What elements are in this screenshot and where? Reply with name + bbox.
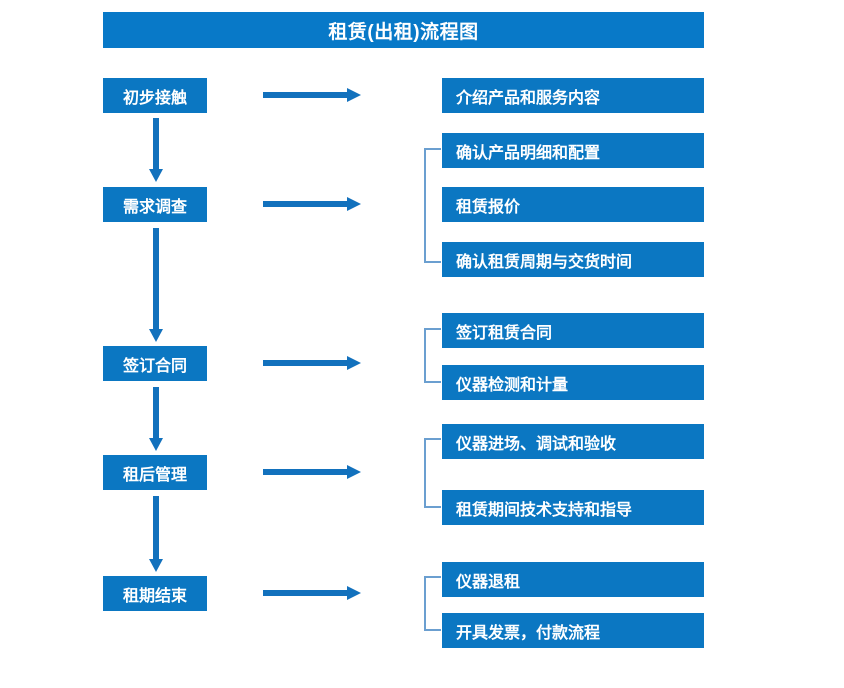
stage-box-qiandinghetong[interactable]: 签订合同 xyxy=(103,346,207,381)
detail-box-5[interactable]: 签订租赁合同 xyxy=(442,313,704,348)
arrow-head xyxy=(347,465,361,479)
detail-box-4[interactable]: 确认租赁周期与交货时间 xyxy=(442,242,704,277)
detail-box-1[interactable]: 介绍产品和服务内容 xyxy=(442,78,704,113)
arrow-head xyxy=(347,88,361,102)
arrow-shaft xyxy=(153,387,159,438)
arrow-shaft xyxy=(263,201,347,207)
detail-arrow-right-1 xyxy=(263,87,361,103)
stage-box-xuqiudiaocha[interactable]: 需求调查 xyxy=(103,187,207,222)
detail-arrow-right-2 xyxy=(263,196,361,212)
group-bracket-qiandinghetong xyxy=(424,328,441,383)
arrow-shaft xyxy=(153,496,159,559)
detail-box-10[interactable]: 开具发票，付款流程 xyxy=(442,613,704,648)
arrow-shaft xyxy=(263,360,347,366)
group-bracket-xuqiudiaocha xyxy=(424,148,441,263)
arrow-head xyxy=(347,586,361,600)
arrow-head xyxy=(347,356,361,370)
stage-box-zuqijieshu[interactable]: 租期结束 xyxy=(103,576,207,611)
arrow-head xyxy=(347,197,361,211)
arrow-shaft xyxy=(263,92,347,98)
group-bracket-zuqijieshu xyxy=(424,576,441,631)
arrow-head xyxy=(149,169,163,182)
arrow-shaft xyxy=(153,118,159,169)
group-bracket-zuhouguanli xyxy=(424,438,441,508)
detail-box-2[interactable]: 确认产品明细和配置 xyxy=(442,133,704,168)
arrow-shaft xyxy=(263,469,347,475)
detail-box-6[interactable]: 仪器检测和计量 xyxy=(442,365,704,400)
arrow-shaft xyxy=(153,228,159,329)
detail-box-9[interactable]: 仪器退租 xyxy=(442,562,704,597)
arrow-head xyxy=(149,329,163,342)
flow-arrow-down-4 xyxy=(148,496,164,572)
flow-arrow-down-2 xyxy=(148,228,164,342)
page-title: 租赁(出租)流程图 xyxy=(103,12,704,48)
detail-arrow-right-3 xyxy=(263,355,361,371)
flow-arrow-down-3 xyxy=(148,387,164,451)
detail-box-7[interactable]: 仪器进场、调试和验收 xyxy=(442,424,704,459)
stage-box-zuhouguanli[interactable]: 租后管理 xyxy=(103,455,207,490)
stage-box-chubujiechu[interactable]: 初步接触 xyxy=(103,78,207,113)
detail-arrow-right-5 xyxy=(263,585,361,601)
arrow-head xyxy=(149,438,163,451)
detail-box-8[interactable]: 租赁期间技术支持和指导 xyxy=(442,490,704,525)
arrow-shaft xyxy=(263,590,347,596)
arrow-head xyxy=(149,559,163,572)
detail-arrow-right-4 xyxy=(263,464,361,480)
detail-box-3[interactable]: 租赁报价 xyxy=(442,187,704,222)
flow-arrow-down-1 xyxy=(148,118,164,182)
